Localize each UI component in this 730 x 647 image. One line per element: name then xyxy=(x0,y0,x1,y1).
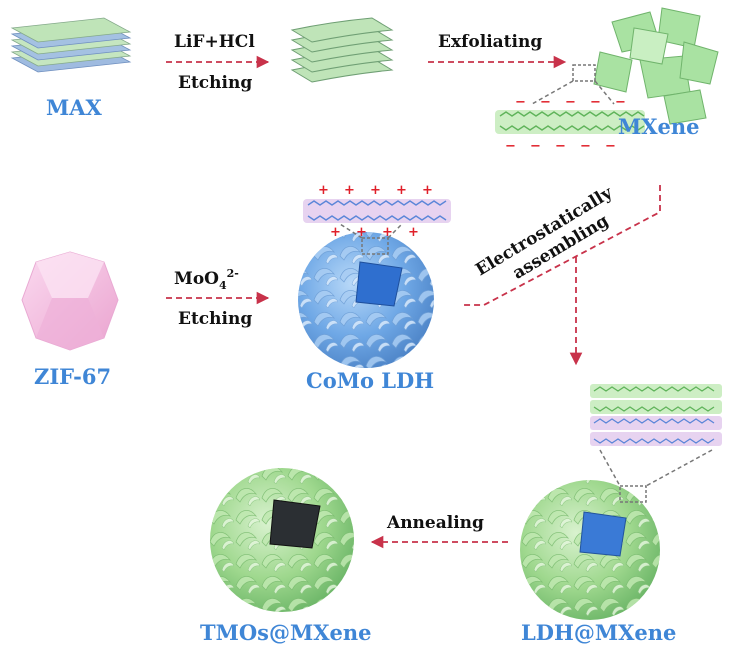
max-layered-stack xyxy=(10,17,132,73)
moo4-label: MoO42- xyxy=(174,267,239,292)
svg-text:−: − xyxy=(565,95,576,110)
ldh-mxene-label: LDH@MXene xyxy=(521,620,676,645)
ldh-zoom-box xyxy=(361,237,389,255)
zif67-polyhedron xyxy=(21,251,119,351)
svg-text:−: − xyxy=(555,139,566,154)
svg-text:−: − xyxy=(505,139,516,154)
ldh-mxene-sphere xyxy=(520,480,660,620)
svg-text:+: + xyxy=(318,183,329,198)
svg-text:+: + xyxy=(344,183,355,198)
svg-text:−: − xyxy=(590,95,601,110)
tmos-mxene-label: TMOs@MXene xyxy=(200,620,372,645)
ldh-layer-strip xyxy=(303,199,451,223)
svg-text:+: + xyxy=(408,225,419,240)
svg-text:−: − xyxy=(615,95,626,110)
svg-text:−: − xyxy=(605,139,616,154)
zif67-label: ZIF-67 xyxy=(34,364,111,389)
svg-text:+: + xyxy=(382,225,393,240)
max-label: MAX xyxy=(46,95,103,120)
etching-label-2: Etching xyxy=(178,309,252,329)
mxene-layer-strip xyxy=(495,110,645,134)
svg-text:+: + xyxy=(422,183,433,198)
electrostatic-label: Electrostatically assembling xyxy=(472,182,617,283)
ldh-positive-charges: + + + + + + + + + xyxy=(318,183,433,240)
annealing-label: Annealing xyxy=(386,513,484,533)
zoom-line xyxy=(339,223,363,239)
etching-label-1: Etching xyxy=(178,73,252,93)
mxene-flakes xyxy=(593,7,719,125)
svg-text:+: + xyxy=(330,225,341,240)
svg-text:−: − xyxy=(580,139,591,154)
mxene-negative-charges: − − − − − − − − − − xyxy=(505,95,626,154)
ldh-mxene-layer-stack xyxy=(590,384,722,446)
svg-text:−: − xyxy=(515,95,526,110)
svg-text:−: − xyxy=(530,139,541,154)
mxene-zoom-box xyxy=(572,64,596,82)
exfoliating-label: Exfoliating xyxy=(438,32,542,52)
electrostatic-path xyxy=(462,185,661,306)
svg-text:+: + xyxy=(356,225,367,240)
zoom-line xyxy=(594,80,615,105)
como-ldh-sphere xyxy=(298,232,434,368)
svg-text:+: + xyxy=(396,183,407,198)
ldh-mxene-zoom-box xyxy=(619,485,647,503)
zoom-line xyxy=(645,449,713,487)
zoom-line xyxy=(531,80,574,105)
svg-text:−: − xyxy=(540,95,551,110)
como-ldh-label: CoMo LDH xyxy=(306,368,434,393)
zoom-line xyxy=(599,449,621,487)
etched-layer-stack xyxy=(290,17,394,83)
mxene-label: MXene xyxy=(618,114,700,139)
lif-hcl-label: LiF+HCl xyxy=(174,32,255,52)
tmos-mxene-sphere xyxy=(210,468,354,612)
zoom-line xyxy=(387,223,403,239)
svg-text:+: + xyxy=(370,183,381,198)
